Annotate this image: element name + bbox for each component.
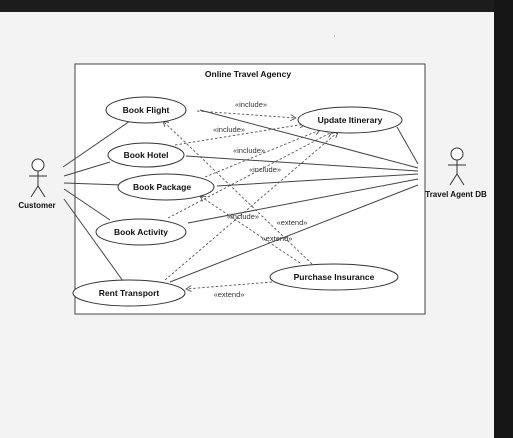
- book-flight-label: Book Flight: [123, 105, 170, 115]
- association-customer-book-flight: [62, 120, 131, 168]
- include-label-2: «include»: [213, 125, 245, 134]
- customer-actor-icon: [29, 158, 47, 198]
- travel-agent-db-actor-icon: [448, 147, 466, 186]
- travel-agent-db-label: Travel Agent DB: [425, 190, 487, 199]
- include-book-package: [204, 130, 320, 178]
- rent-transport-label: Rent Transport: [99, 288, 160, 298]
- window-top-bar: [0, 0, 513, 12]
- book-activity-ellipse: [95, 218, 187, 246]
- include-book-activity: [167, 132, 332, 219]
- purchase-insurance-label: Purchase Insurance: [294, 272, 375, 282]
- book-package-label: Book Package: [133, 182, 191, 192]
- include-label-1: «include»: [235, 100, 267, 109]
- extend-insurance-book-flight: [163, 121, 313, 265]
- association-db-book-activity: [187, 178, 419, 224]
- purchase-insurance-ellipse: [269, 263, 399, 291]
- db-associations: [169, 109, 419, 283]
- book-activity-label: Book Activity: [114, 227, 168, 237]
- include-label-3: «include»: [233, 146, 265, 155]
- update-itinerary-label: Update Itinerary: [318, 115, 383, 125]
- include-label-5: «include»: [227, 212, 259, 221]
- extend-label-1: «extend»: [277, 218, 308, 227]
- association-db-rent-transport: [169, 184, 419, 283]
- book-hotel-label: Book Hotel: [124, 150, 169, 160]
- association-db-book-flight: [199, 109, 419, 169]
- extend-label-2: «extend»: [262, 234, 293, 243]
- include-rent-transport: [164, 132, 338, 281]
- book-package-ellipse: [117, 173, 215, 201]
- association-customer-rent-transport: [63, 198, 124, 282]
- association-db-book-hotel: [185, 155, 419, 172]
- update-itinerary-ellipse: [297, 106, 403, 134]
- book-hotel-ellipse: [107, 142, 185, 168]
- include-book-flight: [196, 110, 296, 118]
- include-label-4: «include»: [249, 165, 281, 174]
- extend-insurance-rent-transport: [186, 281, 273, 289]
- association-customer-book-hotel: [63, 161, 111, 177]
- dependency-lines: [163, 110, 338, 289]
- association-customer-book-activity: [63, 188, 111, 221]
- use-case-diagram: Online Travel Agency Customer Travel Age…: [18, 63, 487, 315]
- system-title: Online Travel Agency: [205, 69, 291, 79]
- extend-label-3: «extend»: [214, 290, 245, 299]
- rent-transport-ellipse: [72, 279, 186, 307]
- customer-associations: [62, 120, 131, 282]
- extend-insurance-book-package: [200, 196, 301, 264]
- include-book-hotel: [174, 124, 305, 146]
- window-right-edge: [494, 0, 513, 438]
- customer-label: Customer: [18, 201, 55, 210]
- page-mark: ': [334, 36, 336, 42]
- association-db-update-itinerary: [396, 126, 419, 165]
- use-case-shapes: [72, 96, 403, 307]
- book-flight-ellipse: [105, 96, 187, 124]
- association-customer-book-package: [63, 182, 123, 186]
- association-db-book-package: [216, 173, 419, 187]
